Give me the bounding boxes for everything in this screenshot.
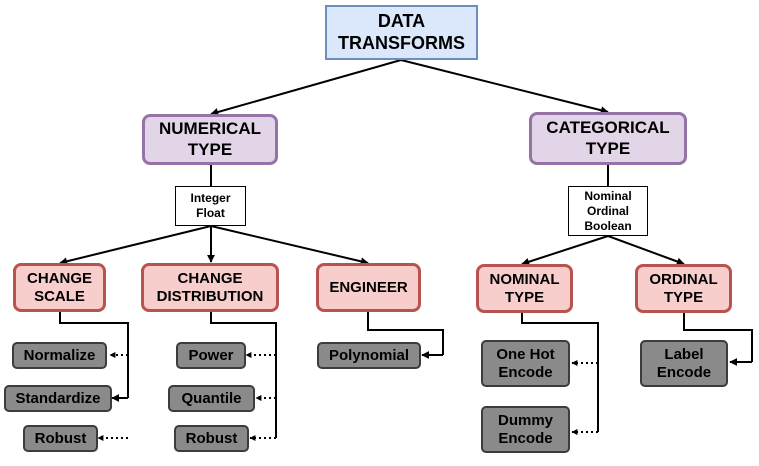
leaf-normalize-label: Normalize bbox=[23, 346, 96, 364]
leaf-dummy-encode: Dummy Encode bbox=[481, 406, 570, 453]
change-distribution-node: CHANGE DISTRIBUTION bbox=[141, 263, 279, 312]
leaf-robust-distribution-label: Robust bbox=[185, 429, 238, 447]
edge-note-ordinal bbox=[607, 235, 685, 266]
numerical-type-node: NUMERICAL TYPE bbox=[142, 114, 278, 165]
categorical-line-1: CATEGORICAL bbox=[546, 118, 670, 138]
edge-engineer-bracket bbox=[367, 312, 444, 355]
leaf-one-hot-line-1: One Hot bbox=[496, 345, 555, 363]
change-scale-line-1: CHANGE bbox=[26, 269, 92, 287]
ordinal-line-1: ORDINAL bbox=[649, 270, 718, 288]
edge-note-change-scale bbox=[59, 225, 212, 266]
ordinal-type-node: ORDINAL TYPE bbox=[635, 264, 732, 313]
numerical-note-line-2: Float bbox=[196, 206, 225, 220]
leaf-one-hot-encode: One Hot Encode bbox=[481, 340, 570, 387]
change-scale-node: CHANGE SCALE bbox=[13, 263, 106, 312]
edge-root-numerical bbox=[210, 59, 402, 116]
leaf-dummy-line-1: Dummy bbox=[497, 411, 553, 429]
edge-ordinal-bracket bbox=[683, 313, 753, 362]
root-node: DATA TRANSFORMS bbox=[325, 5, 478, 60]
leaf-robust-scale-label: Robust bbox=[34, 429, 87, 447]
leaf-quantile-label: Quantile bbox=[181, 389, 242, 407]
engineer-node: ENGINEER bbox=[316, 263, 421, 312]
nominal-line-2: TYPE bbox=[504, 288, 545, 306]
edge-distribution-bracket bbox=[210, 312, 277, 438]
categorical-note-line-2: Ordinal bbox=[586, 203, 629, 218]
leaf-dummy-line-2: Encode bbox=[498, 429, 553, 447]
categorical-line-2: TYPE bbox=[585, 138, 631, 158]
engineer-label: ENGINEER bbox=[329, 278, 408, 296]
change-distribution-line-2: DISTRIBUTION bbox=[156, 287, 264, 305]
categorical-note-line-1: Nominal bbox=[584, 188, 632, 203]
leaf-standardize: Standardize bbox=[4, 385, 112, 412]
leaf-polynomial-label: Polynomial bbox=[328, 346, 410, 364]
leaf-one-hot-line-2: Encode bbox=[498, 363, 553, 381]
leaf-robust-distribution: Robust bbox=[174, 425, 249, 452]
leaf-polynomial: Polynomial bbox=[317, 342, 421, 369]
edge-nominal-bracket bbox=[521, 313, 599, 432]
root-line-1: DATA bbox=[377, 10, 426, 31]
numerical-note: Integer Float bbox=[175, 186, 246, 226]
nominal-type-node: NOMINAL TYPE bbox=[476, 264, 573, 313]
numerical-line-2: TYPE bbox=[187, 139, 233, 159]
leaf-power-label: Power bbox=[188, 346, 234, 364]
edge-note-engineer bbox=[210, 225, 369, 266]
edge-note-nominal bbox=[521, 235, 609, 266]
leaf-normalize: Normalize bbox=[12, 342, 107, 369]
numerical-note-line-1: Integer bbox=[190, 191, 231, 205]
edge-scale-bracket bbox=[59, 312, 129, 398]
numerical-line-1: NUMERICAL bbox=[159, 119, 261, 139]
ordinal-line-2: TYPE bbox=[663, 288, 704, 306]
leaf-quantile: Quantile bbox=[168, 385, 255, 412]
leaf-robust-scale: Robust bbox=[23, 425, 98, 452]
categorical-type-node: CATEGORICAL TYPE bbox=[529, 112, 687, 165]
leaf-label-line-2: Encode bbox=[656, 363, 712, 381]
leaf-power: Power bbox=[176, 342, 246, 369]
leaf-standardize-label: Standardize bbox=[15, 389, 101, 407]
categorical-note: Nominal Ordinal Boolean bbox=[568, 186, 648, 236]
leaf-label-line-1: Label bbox=[664, 345, 704, 363]
categorical-note-line-3: Boolean bbox=[584, 218, 632, 233]
change-scale-line-2: SCALE bbox=[34, 287, 85, 305]
edge-root-categorical bbox=[400, 59, 609, 115]
change-distribution-line-1: CHANGE bbox=[177, 269, 243, 287]
leaf-label-encode: Label Encode bbox=[640, 340, 728, 387]
nominal-line-1: NOMINAL bbox=[489, 270, 560, 288]
root-line-2: TRANSFORMS bbox=[338, 32, 465, 53]
